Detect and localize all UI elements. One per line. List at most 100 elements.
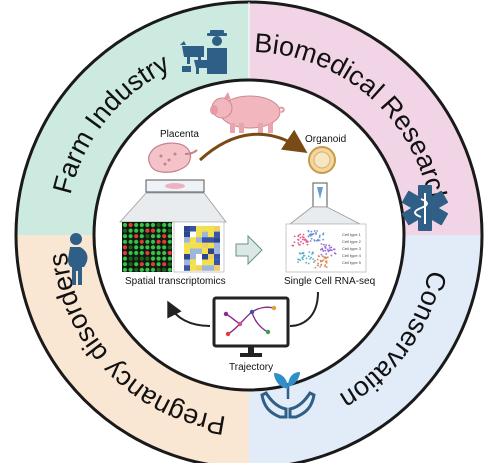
trajectory-label: Trajectory bbox=[229, 362, 273, 373]
heatmap-cell bbox=[196, 242, 202, 249]
trajectory-node bbox=[237, 321, 243, 327]
umap-point bbox=[310, 237, 313, 240]
spatial-spot bbox=[167, 222, 172, 228]
umap-point bbox=[310, 230, 313, 233]
spatial-spot bbox=[128, 245, 133, 250]
heatmap-cell bbox=[196, 254, 202, 260]
umap-point bbox=[325, 261, 328, 264]
spatial-spot bbox=[150, 228, 156, 233]
spatial-spot bbox=[150, 250, 156, 256]
spatial-spot bbox=[139, 250, 144, 256]
spatial-spot bbox=[162, 228, 167, 233]
heatmap-cell bbox=[190, 237, 196, 243]
trajectory-node bbox=[225, 331, 231, 337]
spatial-spot bbox=[145, 267, 150, 272]
spatial-spot bbox=[162, 234, 167, 239]
heatmap-cell bbox=[208, 259, 214, 266]
spatial-spot bbox=[122, 262, 128, 267]
heatmap-cell bbox=[202, 259, 208, 266]
umap-point bbox=[314, 231, 317, 234]
umap-point bbox=[305, 240, 308, 243]
umap-point bbox=[314, 266, 317, 269]
umap-point bbox=[326, 248, 329, 251]
spatial-spot bbox=[162, 239, 167, 244]
umap-point bbox=[293, 235, 296, 238]
umap-point bbox=[328, 244, 330, 247]
heatmap-cell bbox=[214, 259, 220, 266]
umap-point bbox=[318, 255, 321, 258]
umap-point bbox=[325, 244, 328, 246]
sc-to-trajectory-arrow bbox=[289, 291, 319, 327]
heatmap-cell bbox=[202, 226, 208, 232]
umap-point bbox=[325, 257, 328, 259]
spatial-spot bbox=[139, 239, 144, 244]
umap-point bbox=[309, 257, 311, 260]
pig-icon bbox=[210, 92, 285, 133]
heatmap-cell bbox=[202, 254, 208, 260]
trajectory-node bbox=[271, 305, 277, 311]
spatial-spot bbox=[145, 228, 150, 233]
heatmap-cell bbox=[214, 237, 220, 243]
spatial-spot bbox=[134, 234, 139, 239]
spatial-spot bbox=[134, 267, 139, 272]
placenta-icon bbox=[148, 142, 198, 173]
spatial-spot bbox=[134, 262, 139, 267]
umap-point bbox=[316, 258, 319, 261]
spatial-spot bbox=[134, 239, 139, 244]
farmer-with-livestock-icon bbox=[180, 30, 227, 74]
spatial-spot bbox=[139, 234, 144, 239]
umap-point bbox=[322, 243, 325, 246]
umap-point bbox=[302, 236, 305, 239]
umap-point bbox=[329, 248, 332, 251]
spatial-spot bbox=[167, 250, 172, 256]
trajectory-node bbox=[265, 329, 271, 335]
heatmap-cell bbox=[208, 248, 214, 254]
spatial-spot bbox=[128, 234, 133, 239]
heatmap-cell bbox=[196, 265, 202, 271]
heatmap-cell bbox=[196, 259, 202, 266]
umap-point bbox=[297, 238, 299, 241]
umap-point bbox=[301, 235, 304, 238]
heatmap-cell bbox=[196, 226, 202, 232]
umap-point bbox=[309, 240, 312, 242]
spatial-spot bbox=[122, 228, 128, 233]
umap-point bbox=[307, 255, 310, 258]
spatial-spot bbox=[150, 234, 156, 239]
umap-point bbox=[299, 259, 302, 262]
umap-point bbox=[318, 234, 321, 237]
spatial-spot bbox=[167, 239, 172, 244]
umap-point bbox=[313, 230, 316, 232]
organoid-label: Organoid bbox=[305, 134, 346, 145]
spatial-spot bbox=[145, 256, 150, 261]
spatial-spots-and-heatmap-icon bbox=[122, 221, 225, 273]
umap-point bbox=[319, 259, 322, 262]
umap-point bbox=[332, 248, 335, 251]
heatmap-cell bbox=[214, 265, 220, 271]
heatmap-cell bbox=[184, 265, 190, 271]
spatial-spot bbox=[122, 222, 128, 228]
umap-point bbox=[302, 258, 304, 261]
spatial-spot bbox=[150, 245, 156, 250]
umap-point bbox=[323, 256, 325, 258]
medical-star-of-life-icon bbox=[401, 185, 449, 231]
umap-point bbox=[307, 262, 310, 265]
heatmap-cell bbox=[214, 242, 220, 249]
sc-legend-item: Cell type 5 bbox=[342, 260, 362, 265]
spatial-spot bbox=[156, 262, 161, 267]
spatial-spot bbox=[156, 239, 161, 244]
spatial-spot bbox=[145, 250, 150, 256]
umap-point bbox=[317, 262, 319, 265]
heatmap-cell bbox=[208, 226, 214, 232]
umap-point bbox=[305, 257, 308, 260]
spatial-spot bbox=[122, 245, 128, 250]
tissue-slide-icon bbox=[145, 179, 205, 193]
spatial-spot bbox=[139, 267, 144, 272]
spatial-spot bbox=[150, 222, 156, 228]
spatial-spot bbox=[167, 234, 172, 239]
spatial-spot bbox=[150, 239, 156, 244]
umap-point bbox=[316, 264, 319, 267]
spatial-spot bbox=[128, 256, 133, 261]
heatmap-cell bbox=[208, 237, 214, 243]
spatial-spot bbox=[122, 239, 128, 244]
